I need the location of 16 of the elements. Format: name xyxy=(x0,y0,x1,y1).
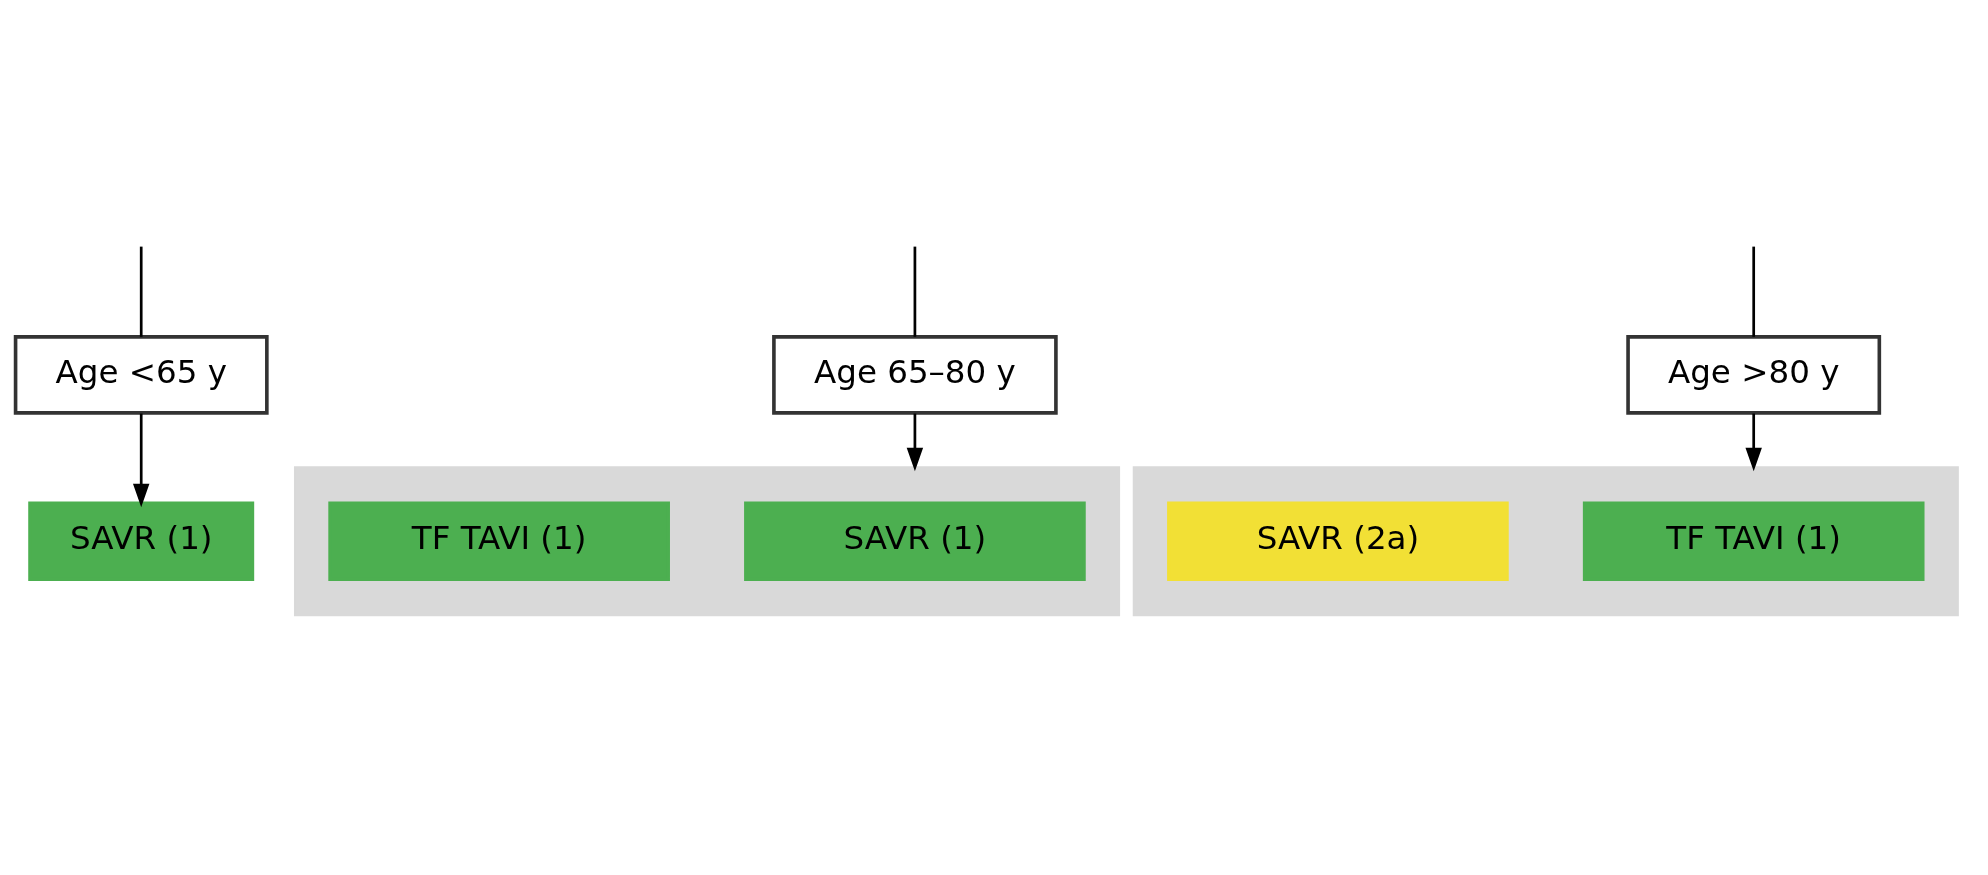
arrow xyxy=(906,413,924,472)
node-box: Age 65–80 y xyxy=(772,335,1058,415)
node-box: SAVR (1) xyxy=(744,501,1086,581)
node-box: Age <65 y xyxy=(13,335,269,415)
node-box: SAVR (1) xyxy=(28,501,255,581)
connector xyxy=(1752,246,1756,337)
node-box: TF TAVI (1) xyxy=(328,501,670,581)
node-box: SAVR (2a) xyxy=(1167,501,1509,581)
connector xyxy=(139,246,143,337)
arrow xyxy=(132,413,150,508)
cluster xyxy=(1132,466,1959,617)
connector xyxy=(913,246,917,337)
cluster xyxy=(293,466,1121,617)
arrow xyxy=(1745,413,1762,472)
node-box: Age >80 y xyxy=(1626,335,1882,415)
node-box: TF TAVI (1) xyxy=(1582,501,1925,581)
